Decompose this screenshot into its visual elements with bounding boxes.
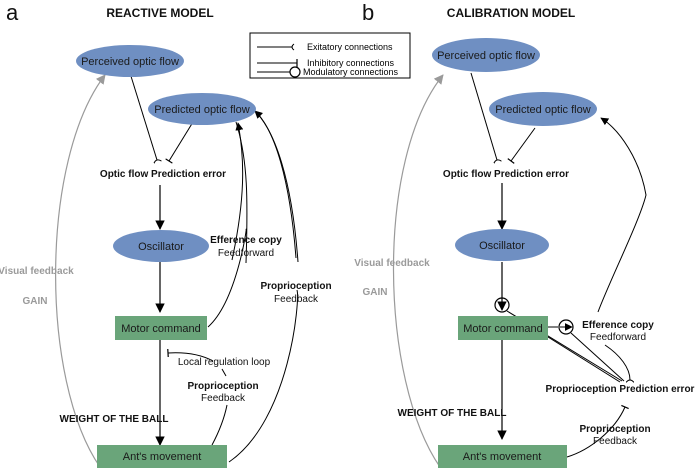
proprioception-title-b: Proprioception bbox=[579, 424, 650, 435]
proprioception-arrow bbox=[254, 110, 297, 259]
proprioception-title: Proprioception bbox=[260, 281, 331, 292]
efference-copy-arrow bbox=[231, 122, 244, 261]
legend-box bbox=[249, 32, 411, 79]
local-regulation-connection bbox=[167, 348, 214, 362]
efference-copy-title: Efference copy bbox=[210, 235, 282, 246]
oscillator-label: Oscillator bbox=[138, 241, 184, 253]
predicted-optic-flow-label: Predicted optic flow bbox=[154, 104, 249, 116]
gain-label: GAIN bbox=[23, 296, 48, 307]
perceived-optic-flow-label-b: Perceived optic flow bbox=[437, 50, 535, 62]
visual-feedback-arrow-b bbox=[392, 74, 444, 468]
optic-flow-error-label: Optic flow Prediction error bbox=[100, 169, 226, 180]
motor-command-node bbox=[115, 316, 207, 340]
panel-a-letter: a bbox=[6, 0, 19, 25]
panel-a: a REACTIVE MODEL Perceived optic flow Pr… bbox=[0, 0, 332, 468]
proprioception-sub: Feedback bbox=[274, 294, 319, 305]
perceived-optic-flow-node bbox=[76, 45, 184, 77]
legend-excitatory-label: Exitatory connections bbox=[307, 42, 393, 52]
predicted-optic-flow-node bbox=[148, 93, 256, 125]
predicted-to-error-connection-b bbox=[507, 127, 536, 164]
legend-excitatory-icon bbox=[291, 43, 295, 51]
panel-b-letter: b bbox=[362, 0, 374, 25]
proprioception-sub-b: Feedback bbox=[593, 436, 638, 447]
proprioception-local-line bbox=[211, 368, 228, 446]
weight-of-ball-label: WEIGHT OF THE BALL bbox=[60, 414, 169, 425]
legend: Exitatory connections Inhibitory connect… bbox=[249, 32, 411, 79]
legend-modulatory-icon bbox=[289, 66, 301, 78]
ants-movement-label: Ant's movement bbox=[123, 451, 202, 463]
oscillator-label-b: Oscillator bbox=[479, 240, 525, 252]
optic-flow-error-label-b: Optic flow Prediction error bbox=[443, 169, 569, 180]
modulatory-node-motor bbox=[494, 297, 510, 313]
visual-feedback-label-b: Visual feedback bbox=[354, 258, 430, 269]
ants-movement-label-b: Ant's movement bbox=[463, 451, 542, 463]
proprio-prediction-error-label: Proprioception Prediction error bbox=[546, 384, 695, 395]
visual-feedback-label: Visual feedback bbox=[0, 266, 74, 277]
perceived-optic-flow-label: Perceived optic flow bbox=[81, 56, 179, 68]
efference-copy-title-b: Efference copy bbox=[582, 320, 654, 331]
ants-movement-node-b bbox=[438, 445, 567, 468]
motor-command-label: Motor command bbox=[121, 323, 200, 335]
legend-modulatory-label: Modulatory connections bbox=[303, 67, 399, 77]
ants-movement-node bbox=[97, 445, 227, 468]
oscillator-node bbox=[113, 230, 209, 262]
panel-b: b CALIBRATION MODEL Perceived optic flow… bbox=[354, 0, 695, 468]
predicted-to-error-connection bbox=[165, 121, 194, 164]
motor-command-label-b: Motor command bbox=[463, 323, 542, 335]
efference-copy-sub: Feedforward bbox=[218, 248, 274, 259]
predicted-optic-flow-node-b bbox=[489, 92, 597, 126]
efference-copy-arrow-b bbox=[597, 117, 647, 313]
proprioception-local-title: Proprioception bbox=[187, 381, 258, 392]
legend-inhibitory-label: Inhibitory connections bbox=[307, 58, 395, 68]
perceived-to-error-connection-b bbox=[470, 72, 497, 160]
motor-command-node-b bbox=[458, 316, 548, 340]
gain-label-b: GAIN bbox=[363, 287, 388, 298]
motor-to-proprio-error-line bbox=[547, 336, 621, 383]
perceived-optic-flow-node-b bbox=[432, 38, 540, 72]
perceived-to-error-connection bbox=[129, 72, 157, 160]
oscillator-node-b bbox=[455, 229, 549, 261]
error-to-efference-mod-line bbox=[570, 332, 625, 382]
proprio-feedback-to-error bbox=[566, 404, 629, 458]
local-regulation-label: Local regulation loop bbox=[178, 357, 271, 368]
efference-copy-sub-b: Feedforward bbox=[590, 332, 646, 343]
panel-b-title: CALIBRATION MODEL bbox=[447, 6, 575, 20]
visual-feedback-arrow bbox=[55, 74, 106, 468]
efference-to-proprio-error bbox=[604, 344, 630, 380]
weight-of-ball-label-b: WEIGHT OF THE BALL bbox=[398, 408, 507, 419]
efference-copy-line bbox=[207, 121, 248, 328]
proprioception-local-sub: Feedback bbox=[201, 393, 246, 404]
predicted-optic-flow-label-b: Predicted optic flow bbox=[495, 104, 590, 116]
modulatory-node-efference bbox=[558, 319, 574, 335]
panel-a-title: REACTIVE MODEL bbox=[106, 6, 213, 20]
